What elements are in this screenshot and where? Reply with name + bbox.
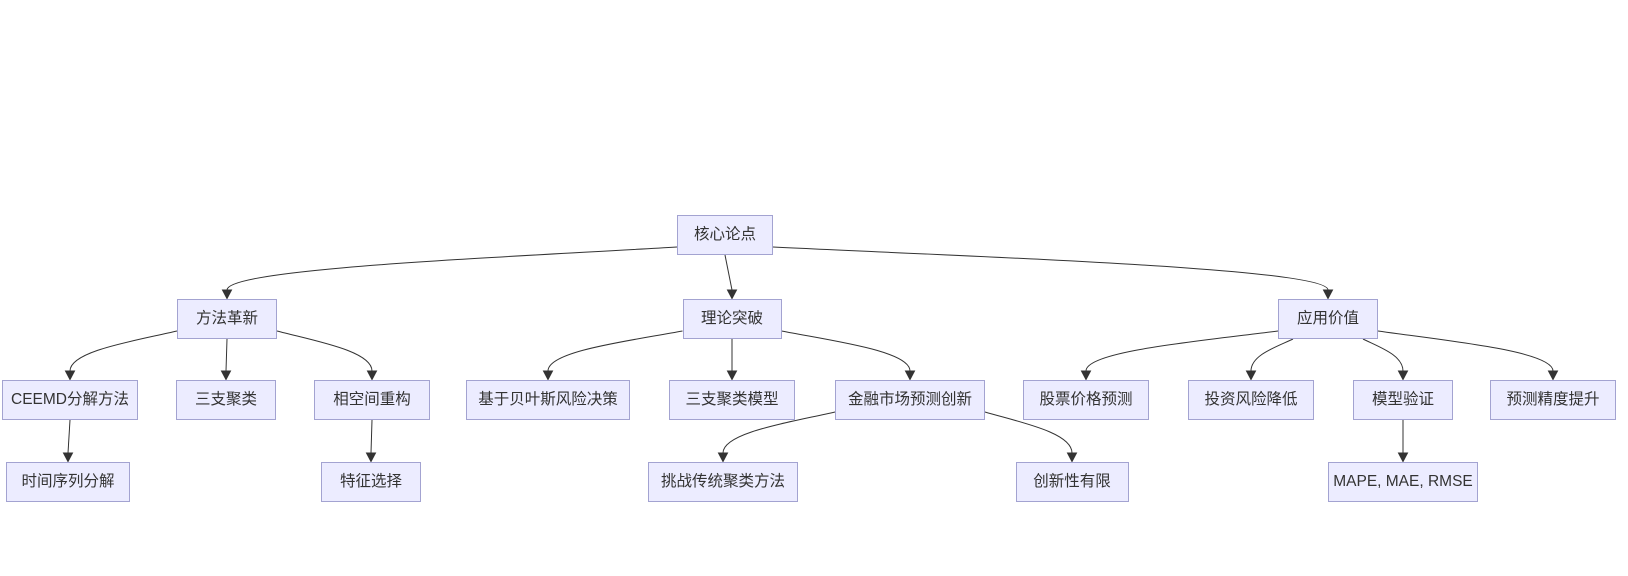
node-three-way-clustering-model: 三支聚类模型 — [669, 380, 795, 420]
node-label: 挑战传统聚类方法 — [660, 473, 785, 491]
node-prediction-accuracy: 预测精度提升 — [1490, 380, 1616, 420]
node-label: 模型验证 — [1371, 391, 1434, 409]
node-label: 理论突破 — [700, 310, 763, 328]
node-theory-breakthrough: 理论突破 — [682, 299, 782, 339]
node-label: 基于贝叶斯风险决策 — [478, 391, 618, 409]
node-label: 方法革新 — [195, 310, 258, 328]
node-financial-market-prediction: 金融市场预测创新 — [835, 380, 985, 420]
node-label: 投资风险降低 — [1204, 391, 1298, 409]
node-ceemd-decomposition: CEEMD分解方法 — [2, 380, 138, 420]
node-label: 金融市场预测创新 — [847, 391, 972, 409]
node-stock-price-prediction: 股票价格预测 — [1023, 380, 1149, 420]
node-label: 应用价值 — [1296, 310, 1359, 328]
node-method-innovation: 方法革新 — [177, 299, 277, 339]
node-limited-innovation: 创新性有限 — [1015, 462, 1129, 502]
node-error-metrics: MAPE, MAE, RMSE — [1328, 462, 1478, 502]
node-label: 特征选择 — [339, 473, 402, 491]
node-time-series-decomposition: 时间序列分解 — [6, 462, 130, 502]
node-label: 创新性有限 — [1033, 473, 1111, 491]
node-core-argument: 核心论点 — [677, 215, 773, 255]
node-challenge-traditional-clustering: 挑战传统聚类方法 — [648, 462, 798, 502]
node-model-validation: 模型验证 — [1353, 380, 1453, 420]
node-label: 核心论点 — [693, 226, 756, 244]
node-label: CEEMD分解方法 — [11, 391, 129, 409]
node-label: MAPE, MAE, RMSE — [1333, 473, 1473, 491]
node-feature-selection: 特征选择 — [321, 462, 421, 502]
node-bayesian-risk-decision: 基于贝叶斯风险决策 — [466, 380, 630, 420]
node-label: 三支聚类 — [194, 391, 257, 409]
node-application-value: 应用价值 — [1278, 299, 1378, 339]
node-label: 股票价格预测 — [1039, 391, 1133, 409]
node-label: 三支聚类模型 — [685, 391, 779, 409]
node-investment-risk-reduction: 投资风险降低 — [1188, 380, 1314, 420]
node-three-way-clustering: 三支聚类 — [176, 380, 276, 420]
node-label: 预测精度提升 — [1506, 391, 1600, 409]
node-phase-space-reconstruction: 相空间重构 — [314, 380, 430, 420]
node-label: 时间序列分解 — [21, 473, 115, 491]
node-label: 相空间重构 — [333, 391, 411, 409]
